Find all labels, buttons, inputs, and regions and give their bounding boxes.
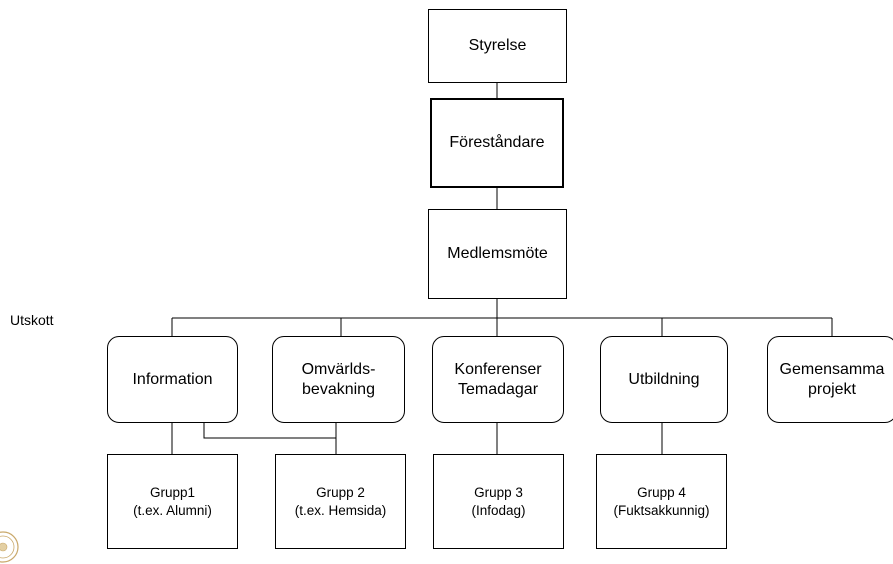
node-styrelse: Styrelse: [428, 9, 567, 83]
org-chart: Styrelse Föreståndare Medlemsmöte Utskot…: [0, 9, 893, 563]
node-group-1: Grupp1 (t.ex. Alumni): [107, 454, 238, 549]
node-committee-information: Information: [107, 336, 238, 423]
seal-icon: [0, 531, 19, 563]
node-medlemsmote: Medlemsmöte: [428, 209, 567, 299]
node-group-3: Grupp 3 (Infodag): [433, 454, 564, 549]
node-committee-omvarldsbevakning: Omvärlds- bevakning: [272, 336, 405, 423]
node-committee-utbildning: Utbildning: [600, 336, 728, 423]
label-utskott: Utskott: [10, 312, 54, 328]
node-group-4: Grupp 4 (Fuktsakkunnig): [596, 454, 727, 549]
node-committee-gemensamma: Gemensamma projekt: [767, 336, 893, 423]
connector-lines: [171, 82, 833, 454]
node-forestandare: Föreståndare: [430, 98, 564, 188]
node-group-2: Grupp 2 (t.ex. Hemsida): [275, 454, 406, 549]
node-committee-konferenser: Konferenser Temadagar: [432, 336, 564, 423]
connector-omvarld-grupp2: [203, 423, 337, 454]
